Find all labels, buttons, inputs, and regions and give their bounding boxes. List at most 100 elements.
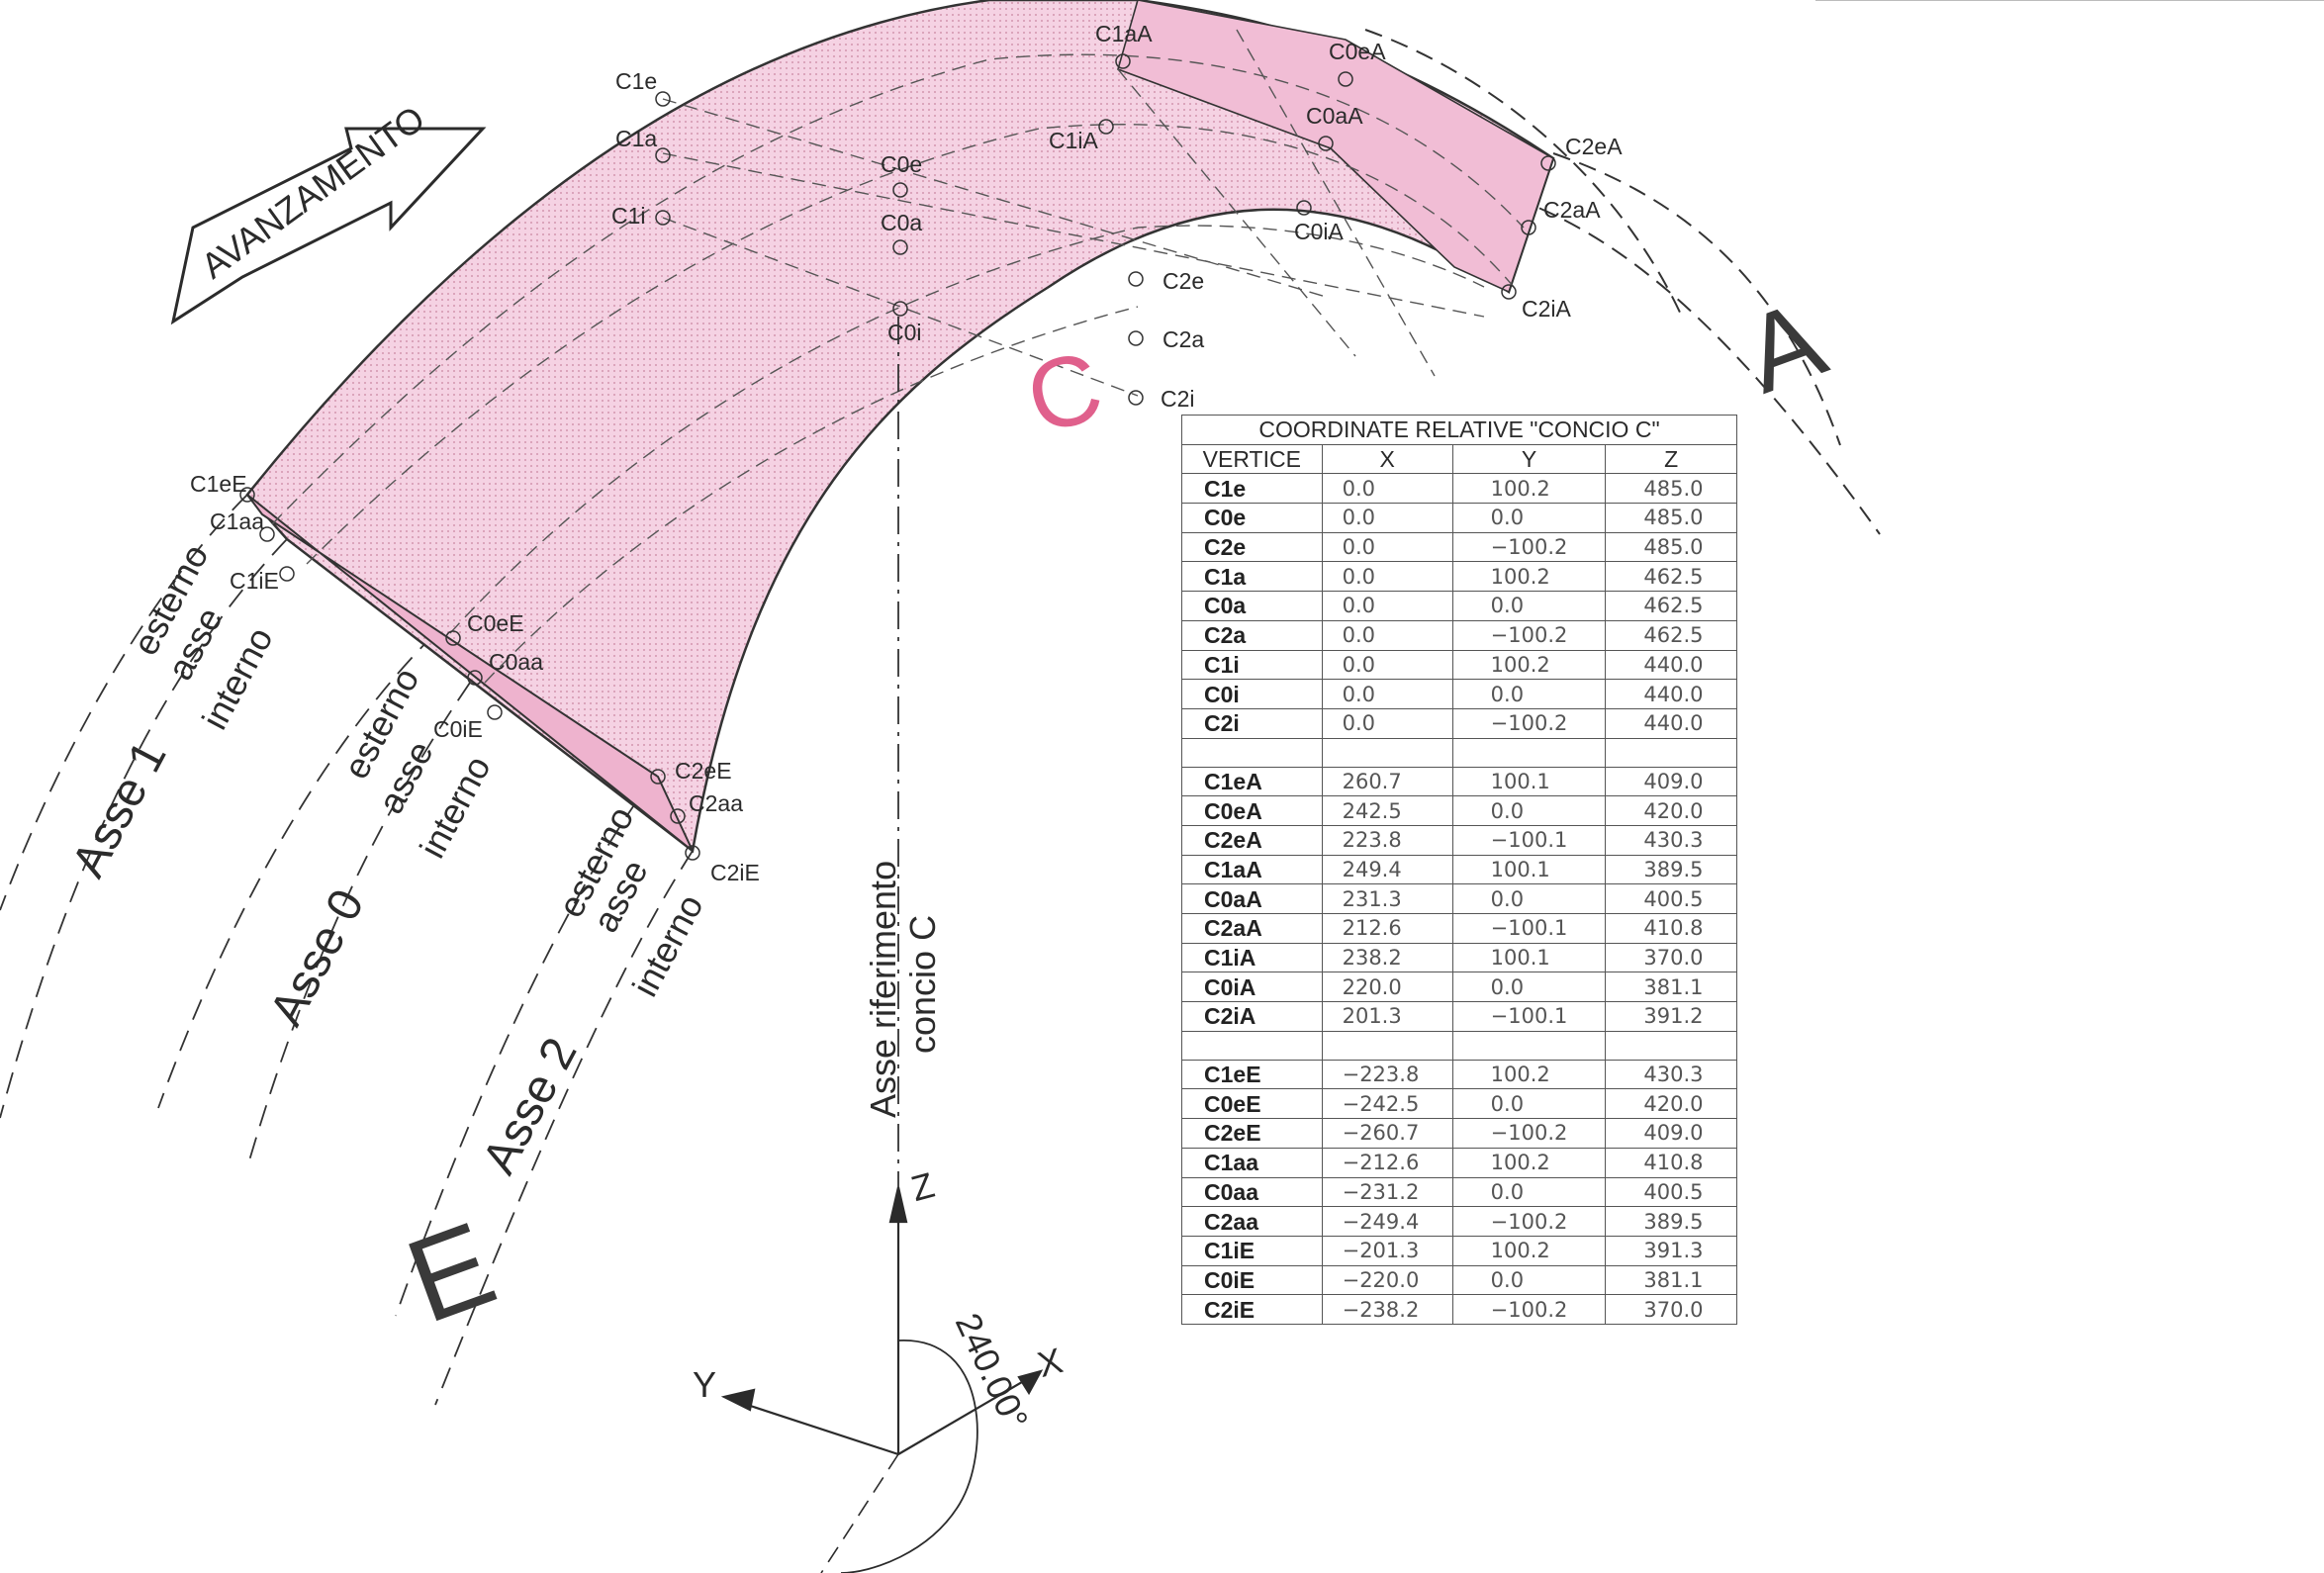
y-cell: 0.0 — [1451, 1088, 1607, 1120]
y-cell: 0.0 — [1451, 503, 1607, 533]
z-cell: 440.0 — [1605, 707, 1737, 739]
y-cell: −100.2 — [1451, 531, 1607, 563]
y-cell: −100.2 — [1451, 1294, 1607, 1325]
vertex-cell: C1aA — [1181, 854, 1323, 885]
x-cell: −223.8 — [1321, 1059, 1453, 1090]
vertex-cell: C1aa — [1181, 1147, 1323, 1178]
x-cell: 0.0 — [1321, 531, 1453, 563]
x-cell: 0.0 — [1321, 707, 1453, 739]
vertex-cell: C1iE — [1181, 1235, 1323, 1266]
z-cell: 389.5 — [1605, 854, 1737, 885]
z-cell: 462.5 — [1605, 561, 1737, 593]
vertex-cell: C2e — [1181, 531, 1323, 563]
y-cell: 100.2 — [1451, 1059, 1607, 1090]
vertex-label-C0e: C0e — [881, 151, 922, 177]
x-cell: 242.5 — [1321, 795, 1453, 826]
vertex-label-C1eE: C1eE — [190, 471, 247, 497]
vertex-markers — [239, 53, 1556, 861]
z-cell: 381.1 — [1605, 1264, 1737, 1296]
z-cell: 420.0 — [1605, 1088, 1737, 1120]
vertex-label-C0iA: C0iA — [1294, 219, 1345, 244]
y-cell: −100.1 — [1451, 1001, 1607, 1032]
reference-axis-label-2: concio C — [902, 915, 943, 1054]
vertex-cell: C2i — [1181, 707, 1323, 739]
z-cell: 430.3 — [1605, 824, 1737, 856]
x-cell: −260.7 — [1321, 1118, 1453, 1149]
vertex-label-C2i: C2i — [1161, 386, 1195, 412]
z-cell: 430.3 — [1605, 1059, 1737, 1090]
z-cell: 381.1 — [1605, 972, 1737, 1003]
z-cell: 420.0 — [1605, 795, 1737, 826]
vertex-label-C2iE: C2iE — [710, 860, 760, 885]
y-cell: 100.1 — [1451, 766, 1607, 797]
axis-x-label: X — [1033, 1340, 1067, 1385]
table-spacer-cell — [1605, 1030, 1737, 1061]
z-cell: 409.0 — [1605, 766, 1737, 797]
z-cell: 400.5 — [1605, 1176, 1737, 1208]
x-cell: −220.0 — [1321, 1264, 1453, 1296]
vertex-cell: C0a — [1181, 591, 1323, 621]
vertex-cell: C1i — [1181, 649, 1323, 681]
table-header-vertice: VERTICE — [1181, 443, 1323, 475]
y-cell: 100.2 — [1451, 561, 1607, 593]
vertex-cell: C0e — [1181, 503, 1323, 533]
vertex-cell: C1e — [1181, 473, 1323, 505]
table-header-y: Y — [1451, 443, 1607, 475]
vertex-cell: C2aa — [1181, 1206, 1323, 1237]
y-cell: −100.2 — [1451, 707, 1607, 739]
x-cell: 220.0 — [1321, 972, 1453, 1003]
table-spacer-cell — [1321, 737, 1453, 768]
y-cell: −100.2 — [1451, 1206, 1607, 1237]
z-cell: 440.0 — [1605, 679, 1737, 709]
x-cell: 231.3 — [1321, 883, 1453, 914]
table-spacer-cell — [1181, 737, 1323, 768]
vertex-label-C1iA: C1iA — [1049, 128, 1099, 153]
z-cell: 485.0 — [1605, 531, 1737, 563]
y-cell: 0.0 — [1451, 679, 1607, 709]
table-spacer-cell — [1451, 737, 1607, 768]
x-cell: 260.7 — [1321, 766, 1453, 797]
x-cell: 0.0 — [1321, 561, 1453, 593]
x-cell: 0.0 — [1321, 619, 1453, 651]
axis-text-group-2: esterno asse interno Asse 2 — [473, 799, 711, 1182]
y-cell: 100.1 — [1451, 942, 1607, 973]
left-axis-arcs — [0, 494, 694, 1406]
vertex-label-C0eE: C0eE — [467, 610, 524, 636]
y-cell: 0.0 — [1451, 1264, 1607, 1296]
vertex-label-C2aA: C2aA — [1543, 197, 1601, 223]
coordinate-axes — [720, 1186, 1044, 1573]
vertex-cell: C2a — [1181, 619, 1323, 651]
vertex-cell: C0aa — [1181, 1176, 1323, 1208]
table-header-z: Z — [1605, 443, 1737, 475]
y-cell: −100.1 — [1451, 913, 1607, 944]
vertex-label-C2a: C2a — [1162, 326, 1204, 352]
y-cell: 0.0 — [1451, 795, 1607, 826]
vertex-cell: C0aA — [1181, 883, 1323, 914]
coordinate-table: COORDINATE RELATIVE "CONCIO C" VERTICE X… — [1181, 415, 1737, 1325]
x-cell: 0.0 — [1321, 649, 1453, 681]
table-title: COORDINATE RELATIVE "CONCIO C" — [1181, 415, 1737, 445]
segment-grid-lines — [271, 29, 1525, 684]
y-cell: 0.0 — [1451, 883, 1607, 914]
x-cell: 223.8 — [1321, 824, 1453, 856]
vertex-label-C0aA: C0aA — [1306, 103, 1363, 129]
x-cell: −231.2 — [1321, 1176, 1453, 1208]
z-cell: 462.5 — [1605, 591, 1737, 621]
x-cell: −238.2 — [1321, 1294, 1453, 1325]
x-cell: 201.3 — [1321, 1001, 1453, 1032]
z-cell: 370.0 — [1605, 1294, 1737, 1325]
y-cell: −100.2 — [1451, 1118, 1607, 1149]
axis-y-label: Y — [693, 1364, 716, 1405]
